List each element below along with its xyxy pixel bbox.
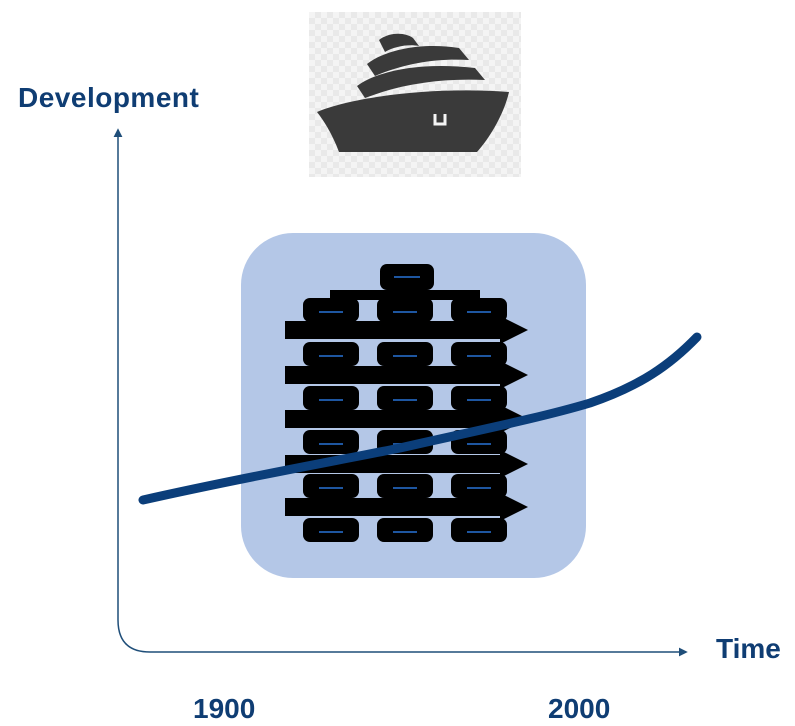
container-box bbox=[451, 518, 507, 542]
container-stripe bbox=[467, 311, 491, 313]
container-box bbox=[451, 342, 507, 366]
container-stack-icon bbox=[241, 233, 586, 578]
container-stripe bbox=[467, 399, 491, 401]
container-box bbox=[377, 518, 433, 542]
x-axis bbox=[117, 619, 688, 657]
container-stripe bbox=[467, 443, 491, 445]
container-box bbox=[303, 474, 359, 498]
container-stripe bbox=[393, 487, 417, 489]
container-stripe bbox=[319, 531, 343, 533]
container-box bbox=[377, 342, 433, 366]
y-axis-label: Development bbox=[18, 82, 200, 113]
x-tick-start: 1900 bbox=[193, 693, 256, 724]
container-stripe bbox=[319, 399, 343, 401]
container-stripe bbox=[467, 487, 491, 489]
container-box bbox=[377, 386, 433, 410]
container-stripe bbox=[467, 531, 491, 533]
container-stripe bbox=[393, 531, 417, 533]
x-axis-label: Time bbox=[716, 633, 781, 664]
container-box bbox=[451, 474, 507, 498]
container-stripe bbox=[467, 355, 491, 357]
x-tick-end: 2000 bbox=[548, 693, 611, 724]
container-box bbox=[303, 430, 359, 454]
container-stripe bbox=[319, 355, 343, 357]
container-box bbox=[303, 298, 359, 322]
container-stripe bbox=[319, 311, 343, 313]
container-box bbox=[377, 474, 433, 498]
container-stripe bbox=[393, 399, 417, 401]
container-box bbox=[377, 298, 433, 322]
container-stripe bbox=[393, 355, 417, 357]
container-box bbox=[303, 386, 359, 410]
container-stripe bbox=[393, 311, 417, 313]
container-box bbox=[451, 386, 507, 410]
container-box bbox=[451, 298, 507, 322]
trend-line bbox=[138, 332, 702, 505]
cruise-ship-icon bbox=[317, 33, 509, 152]
ship-image-box bbox=[309, 12, 521, 177]
container-stripe bbox=[319, 487, 343, 489]
container-box bbox=[303, 342, 359, 366]
container-stripe bbox=[319, 443, 343, 445]
container-box bbox=[303, 518, 359, 542]
